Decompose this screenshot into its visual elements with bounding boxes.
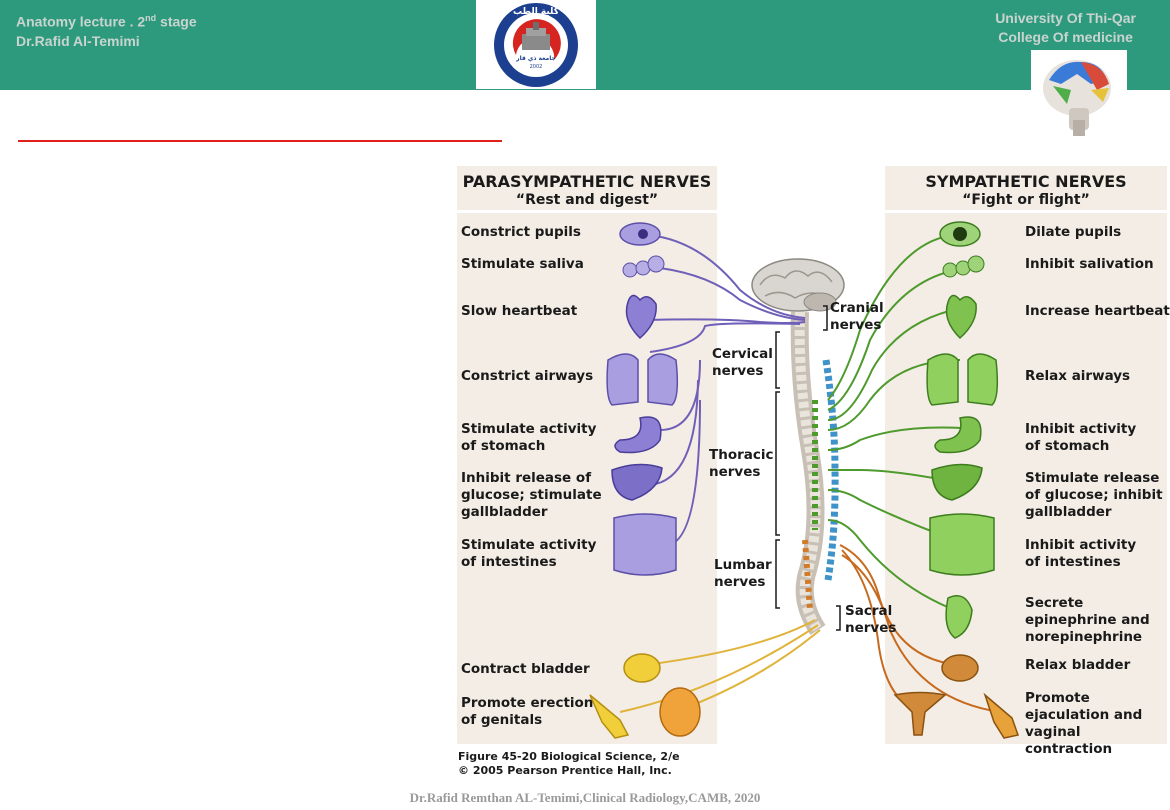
panel-divider bbox=[885, 210, 1167, 213]
symp-label-pupils: Dilate pupils bbox=[1025, 224, 1122, 240]
panel-divider bbox=[457, 210, 717, 213]
symp-label-genitals: Promote ejaculation and vaginal contract… bbox=[1025, 690, 1143, 757]
title-underline bbox=[18, 140, 502, 142]
lecturer-name: Dr.Rafid Al-Temimi bbox=[16, 32, 140, 49]
logo-arabic-university: جامعة ذي قار bbox=[515, 55, 556, 62]
college-name: College Of medicine bbox=[998, 29, 1133, 45]
spinal-column bbox=[790, 311, 826, 635]
symp-label-stomach: Inhibit activity of stomach bbox=[1025, 421, 1137, 454]
para-label-airways: Constrict airways bbox=[461, 368, 594, 384]
figure-caption: Figure 45-20 Biological Science, 2/e © 2… bbox=[458, 750, 680, 777]
footer-credit: Dr.Rafid Remthan AL-Temimi,Clinical Radi… bbox=[409, 790, 761, 805]
symp-label-heartbeat: Increase heartbeat bbox=[1025, 303, 1170, 319]
skull-brain-image bbox=[1031, 50, 1127, 136]
sacral-nerves-label: Sacral nerves bbox=[845, 603, 897, 636]
symp-label-epinephrine: Secrete epinephrine and norepinephrine bbox=[1025, 595, 1150, 645]
lecture-ordinal: nd bbox=[145, 13, 157, 23]
thoracic-nerves-label: Thoracic nerves bbox=[709, 447, 774, 480]
symp-label-salivation: Inhibit salivation bbox=[1025, 256, 1154, 272]
sympathetic-title: SYMPATHETIC NERVES bbox=[925, 172, 1127, 191]
lecture-info: Anatomy lecture . 2nd stage Dr.Rafid Al-… bbox=[16, 9, 197, 51]
symp-label-bladder: Relax bladder bbox=[1025, 657, 1131, 673]
symp-label-glucose: Stimulate release of glucose; inhibit ga… bbox=[1025, 470, 1163, 520]
sympathetic-ganglia-chain bbox=[802, 359, 839, 611]
parasympathetic-title: PARASYMPATHETIC NERVES bbox=[462, 172, 712, 191]
sympathetic-subtitle: “Fight or flight” bbox=[962, 192, 1090, 208]
logo-year: 2002 bbox=[530, 64, 543, 70]
symp-label-intestines: Inhibit activity of intestines bbox=[1025, 537, 1137, 570]
para-label-bladder: Contract bladder bbox=[461, 661, 590, 677]
region-brackets bbox=[775, 305, 841, 631]
lecture-stage: stage bbox=[156, 13, 197, 30]
lumbar-nerves-label: Lumbar nerves bbox=[714, 557, 772, 590]
cranial-nerves-label: Cranial nerves bbox=[830, 300, 884, 333]
lecture-title: Anatomy lecture . 2 bbox=[16, 13, 146, 30]
para-label-intestines: Stimulate activity of intestines bbox=[461, 537, 597, 570]
institution-info: University Of Thi-Qar College Of medicin… bbox=[995, 9, 1136, 47]
college-logo: كلية الطب جامعة ذي قار 2002 bbox=[476, 0, 596, 89]
symp-label-airways: Relax airways bbox=[1025, 368, 1131, 384]
parasympathetic-panel: PARASYMPATHETIC NERVES “Rest and digest” bbox=[457, 166, 717, 744]
university-name: University Of Thi-Qar bbox=[995, 10, 1136, 26]
cervical-nerves-label: Cervical nerves bbox=[712, 346, 773, 379]
para-label-genitals: Promote erection of genitals bbox=[461, 695, 594, 728]
college-crest-icon: كلية الطب جامعة ذي قار 2002 bbox=[494, 3, 578, 87]
logo-arabic-title: كلية الطب bbox=[513, 7, 560, 17]
para-label-glucose: Inhibit release of glucose; stimulate ga… bbox=[461, 470, 602, 520]
para-label-pupils: Constrict pupils bbox=[461, 224, 581, 240]
para-label-saliva: Stimulate saliva bbox=[461, 256, 584, 272]
parasympathetic-subtitle: “Rest and digest” bbox=[515, 192, 659, 208]
para-label-stomach: Stimulate activity of stomach bbox=[461, 421, 597, 454]
skull-brain-icon bbox=[1043, 60, 1111, 136]
para-label-heartbeat: Slow heartbeat bbox=[461, 303, 578, 319]
